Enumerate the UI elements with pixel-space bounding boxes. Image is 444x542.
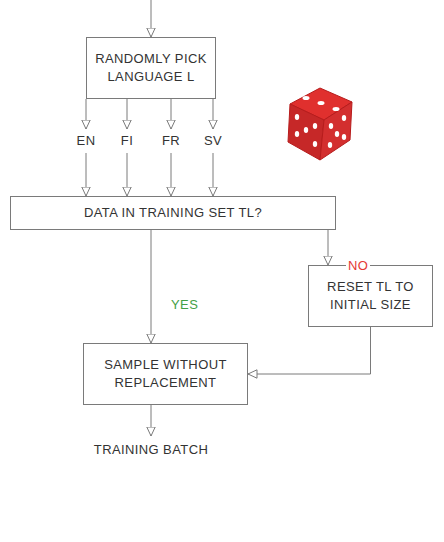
fan-arrow	[171, 153, 172, 196]
fan-arrow	[127, 99, 128, 129]
fan-arrow	[127, 153, 128, 196]
fan-arrow	[213, 153, 214, 196]
output-arrow	[151, 405, 152, 436]
entry-arrow	[151, 0, 152, 37]
decision-box: DATA IN TRAINING SET TL?	[10, 196, 336, 230]
edge-label: NO	[346, 258, 370, 274]
process-box: RANDOMLY PICK LANGUAGE L	[86, 37, 216, 99]
process-box: RESET TL TO INITIAL SIZE	[308, 265, 433, 327]
process-box: SAMPLE WITHOUT REPLACEMENT	[83, 343, 248, 405]
output-label: TRAINING BATCH	[94, 442, 208, 458]
fan-arrow	[86, 99, 87, 129]
box-text: DATA IN TRAINING SET TL?	[17, 204, 329, 222]
language-code: SV	[204, 133, 222, 149]
fan-arrow	[213, 99, 214, 129]
language-code: EN	[77, 133, 96, 149]
edge-label: YES	[169, 297, 200, 313]
box-text: RANDOMLY PICK LANGUAGE L	[93, 50, 209, 86]
language-code: FR	[162, 133, 180, 149]
flow-connector	[328, 230, 329, 265]
box-text: RESET TL TO INITIAL SIZE	[315, 278, 426, 314]
language-code: FI	[121, 133, 133, 149]
fan-arrow	[171, 99, 172, 129]
flow-connector	[151, 230, 152, 343]
dice-illustration	[280, 82, 360, 166]
fan-arrow	[86, 153, 87, 196]
flow-connector	[248, 327, 371, 374]
box-text: SAMPLE WITHOUT REPLACEMENT	[90, 356, 241, 392]
